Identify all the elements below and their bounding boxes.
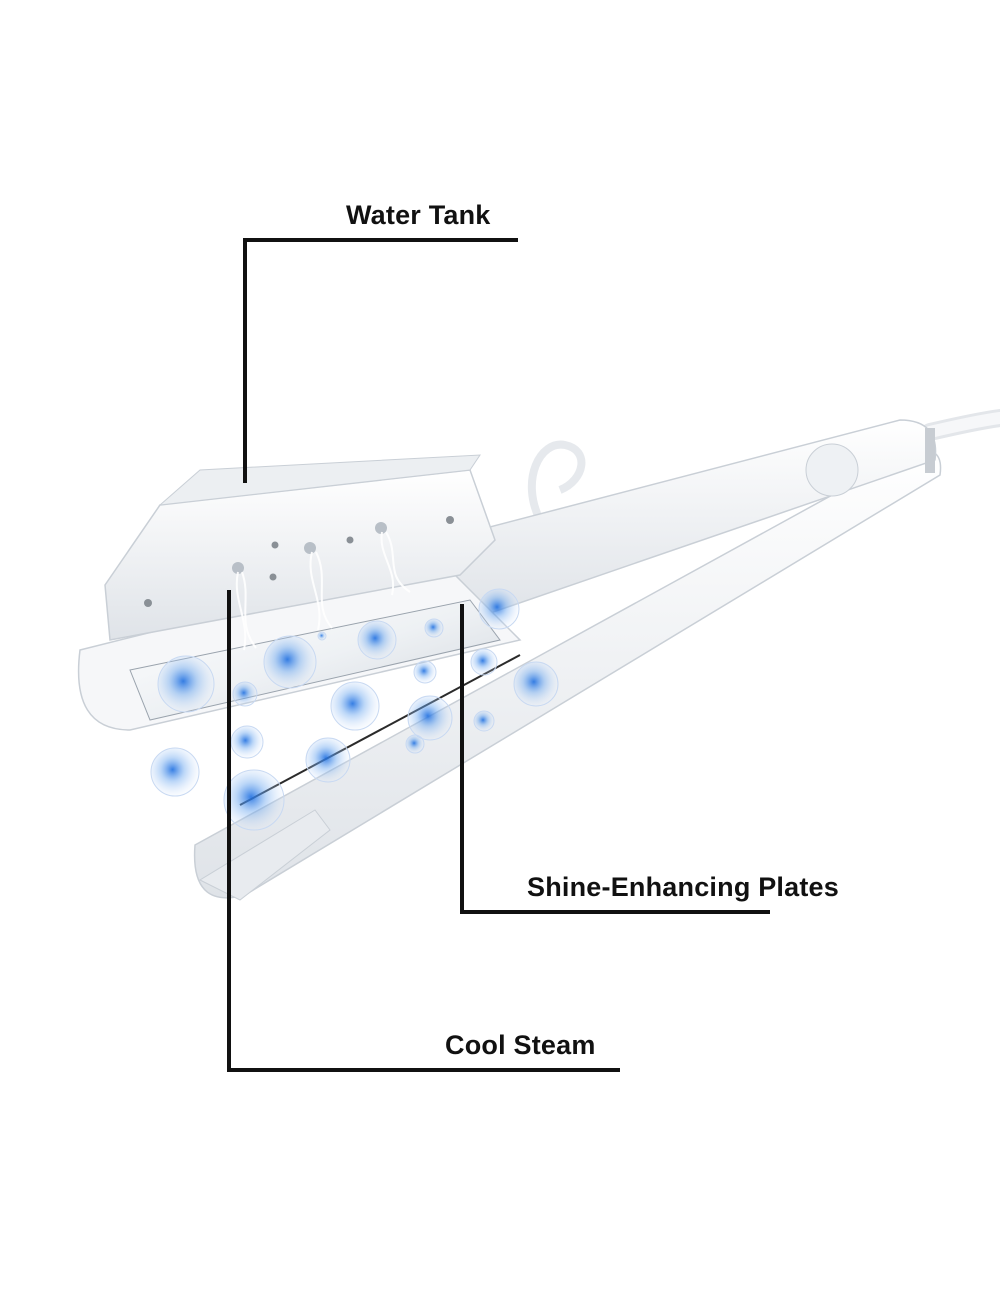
steam-bubble-icon bbox=[263, 635, 317, 689]
upper-arm bbox=[439, 419, 937, 621]
steam-bubble-icon bbox=[357, 620, 397, 660]
plates-leader bbox=[460, 604, 770, 914]
steam-bubble-icon bbox=[232, 681, 258, 707]
power-cord bbox=[527, 409, 1000, 522]
water-tank-label: Water Tank bbox=[346, 200, 491, 230]
steam-bubble-icon bbox=[424, 618, 444, 638]
steam-bubble-icon bbox=[478, 588, 520, 630]
steam-bubble-icon bbox=[230, 725, 264, 759]
steam-bubble-icon bbox=[330, 681, 380, 731]
steam-bubble-icon bbox=[317, 631, 327, 641]
steam-bubble-icon bbox=[470, 648, 498, 676]
water-tank-leader bbox=[243, 238, 518, 483]
steam-bubble-icon bbox=[413, 660, 437, 684]
steam-bubble-icon bbox=[223, 769, 285, 831]
steam-wisps bbox=[235, 531, 411, 651]
steam-bubble-icon bbox=[305, 737, 351, 783]
shine-enhancing-plates-label: Shine-Enhancing Plates bbox=[527, 872, 839, 902]
straightener-head bbox=[77, 454, 522, 731]
cool-steam-leader bbox=[227, 590, 620, 1072]
steam-bubble-icon bbox=[405, 734, 425, 754]
steam-bubbles bbox=[150, 588, 559, 831]
steam-bubble-icon bbox=[473, 710, 495, 732]
cool-steam-label: Cool Steam bbox=[445, 1030, 596, 1060]
steam-bubble-icon bbox=[150, 747, 200, 797]
steam-bubble-icon bbox=[157, 655, 215, 713]
leader-lines bbox=[227, 238, 770, 1072]
steam-bubble-icon bbox=[407, 695, 453, 741]
steam-bubble-icon bbox=[513, 661, 559, 707]
